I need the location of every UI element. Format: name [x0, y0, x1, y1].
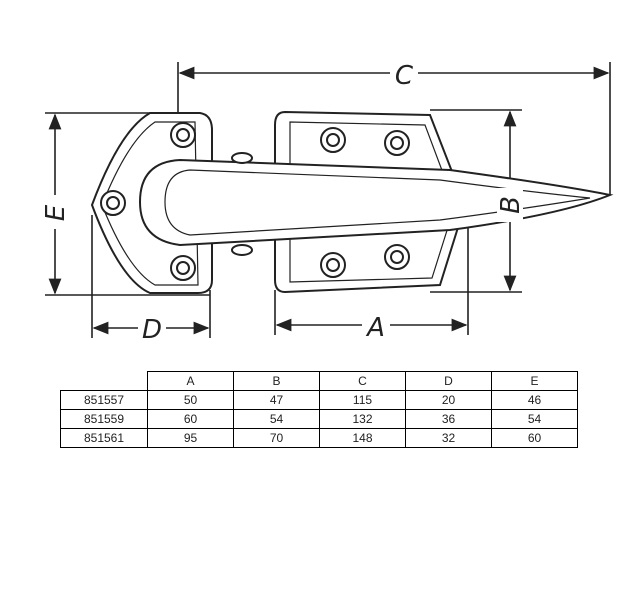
header-e: E: [491, 371, 578, 391]
cell: 50: [147, 390, 234, 410]
pivot-pin-top: [231, 152, 253, 164]
header-d: D: [405, 371, 492, 391]
cell: 36: [405, 409, 492, 429]
part-number: 851561: [60, 428, 148, 448]
label-d: D: [142, 315, 162, 345]
cell: 47: [233, 390, 320, 410]
table-header-row: A B C D E: [60, 371, 578, 391]
label-a: A: [365, 313, 385, 343]
label-e: E: [41, 204, 71, 221]
cell: 54: [491, 409, 578, 429]
table-row: 851561 95 70 148 32 60: [60, 428, 578, 448]
screw-holes: [100, 122, 410, 281]
cell: 60: [491, 428, 578, 448]
label-c: C: [395, 61, 414, 91]
dimensions-table: A B C D E 851557 50 47 115 20 46 851559 …: [60, 371, 578, 448]
cell: 20: [405, 390, 492, 410]
label-b: B: [496, 196, 526, 214]
header-c: C: [319, 371, 406, 391]
hinge-drawing: C E B D A: [41, 61, 614, 345]
part-number: 851557: [60, 390, 148, 410]
cell: 46: [491, 390, 578, 410]
cell: 70: [233, 428, 320, 448]
cell: 132: [319, 409, 406, 429]
cell: 32: [405, 428, 492, 448]
cell: 95: [147, 428, 234, 448]
table-row: 851559 60 54 132 36 54: [60, 409, 578, 429]
cell: 115: [319, 390, 406, 410]
cell: 148: [319, 428, 406, 448]
table-row: 851557 50 47 115 20 46: [60, 390, 578, 410]
pivot-pin-bottom: [231, 244, 253, 256]
cell: 54: [233, 409, 320, 429]
header-b: B: [233, 371, 320, 391]
part-number: 851559: [60, 409, 148, 429]
header-a: A: [147, 371, 234, 391]
cell: 60: [147, 409, 234, 429]
